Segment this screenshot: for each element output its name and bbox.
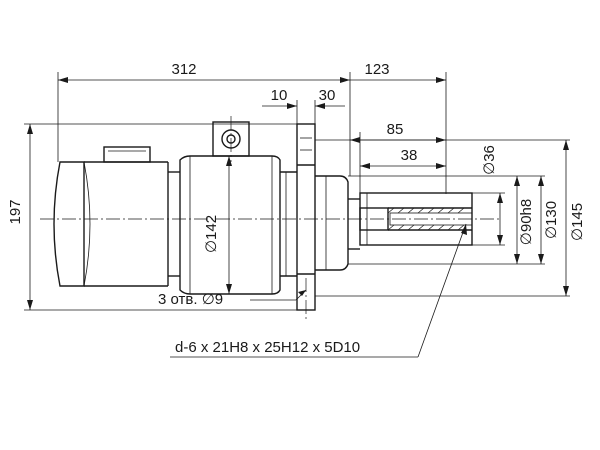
callout-texts: 3 отв. ∅9 d-6 x 21H8 x 25H12 x 5D10 bbox=[158, 291, 360, 356]
section-hatching bbox=[387, 207, 465, 231]
dim-diameter-130: ∅130 bbox=[543, 201, 560, 239]
pilot-boss bbox=[315, 175, 349, 271]
dim-30: 30 bbox=[319, 87, 336, 104]
dim-diameter-142: ∅142 bbox=[203, 215, 220, 253]
dimension-lines bbox=[27, 77, 569, 310]
spline-bore bbox=[359, 207, 473, 231]
leader-lines bbox=[170, 223, 467, 358]
gear-housing bbox=[168, 155, 281, 295]
dim-10: 10 bbox=[271, 87, 288, 104]
terminal-box bbox=[103, 146, 151, 163]
dim-diameter-145: ∅145 bbox=[569, 203, 586, 241]
output-shaft bbox=[348, 192, 473, 250]
motor-body bbox=[53, 161, 169, 287]
dim-197: 197 bbox=[7, 199, 24, 224]
dim-85: 85 bbox=[387, 121, 404, 138]
dimension-texts: 312 123 10 30 85 38 197 ∅142 ∅36 ∅90h8 ∅… bbox=[7, 61, 586, 253]
spline-callout: d-6 x 21H8 x 25H12 x 5D10 bbox=[175, 339, 360, 356]
dim-123: 123 bbox=[364, 61, 389, 78]
dim-diameter-90h8: ∅90h8 bbox=[518, 199, 535, 245]
holes-callout: 3 отв. ∅9 bbox=[158, 291, 223, 308]
extension-lines bbox=[24, 72, 570, 311]
dim-38: 38 bbox=[401, 147, 418, 164]
dim-diameter-36: ∅36 bbox=[481, 145, 498, 175]
dim-312: 312 bbox=[171, 61, 196, 78]
hub bbox=[280, 171, 297, 277]
